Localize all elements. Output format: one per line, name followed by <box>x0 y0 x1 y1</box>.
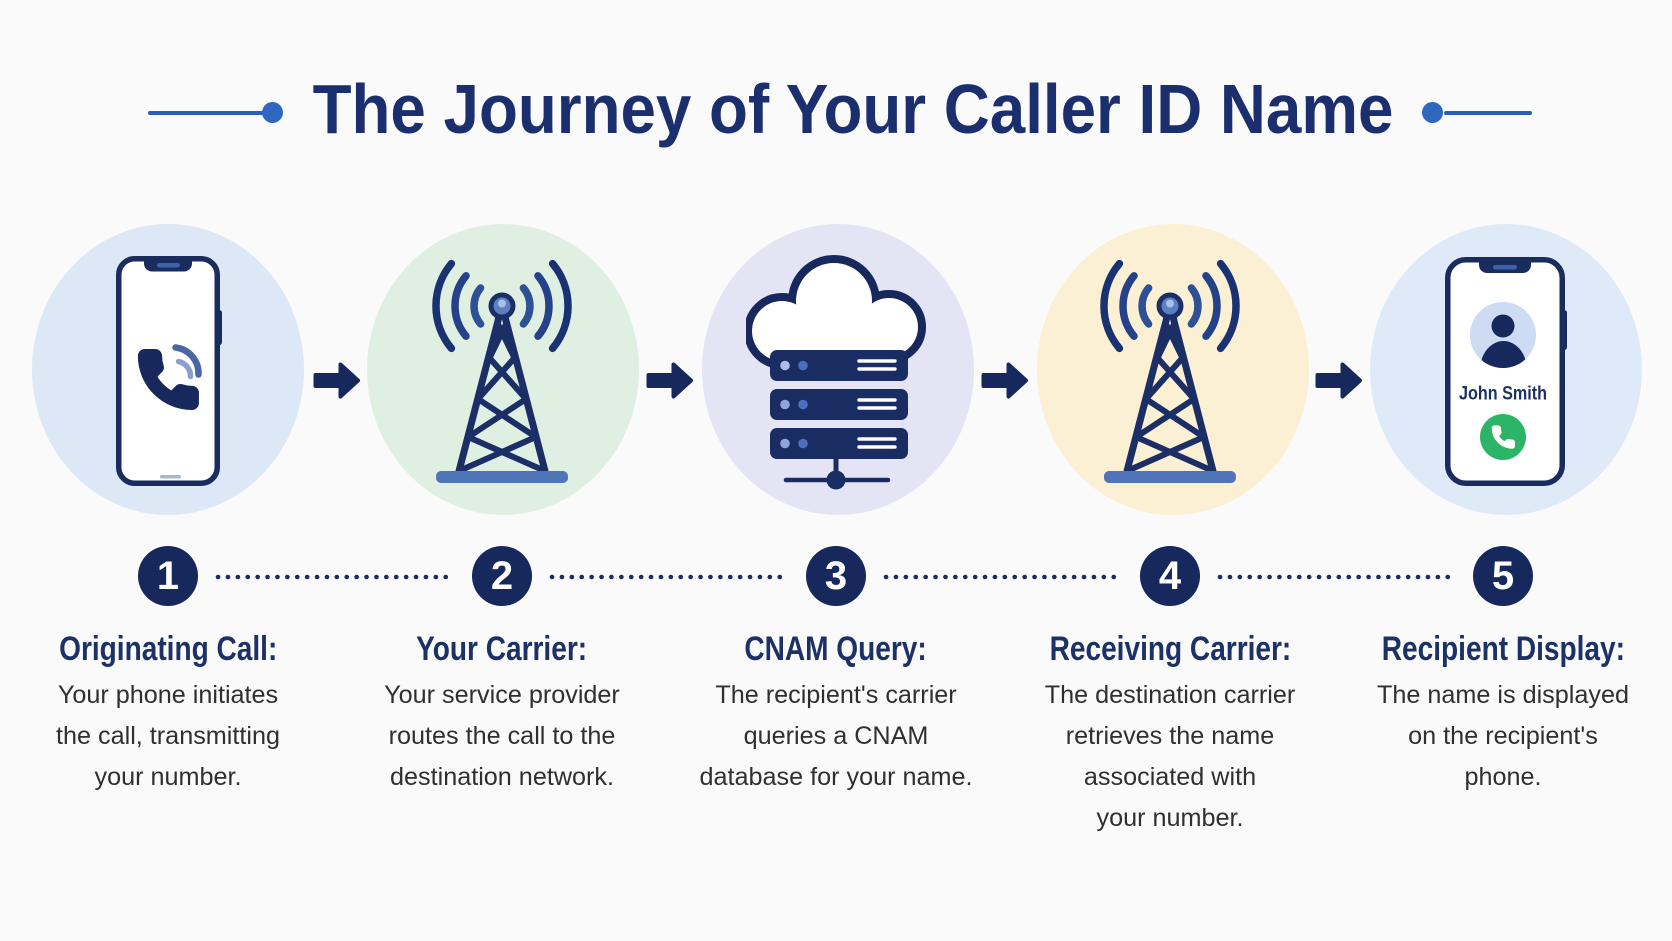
svg-text:John Smith: John Smith <box>1459 384 1547 405</box>
